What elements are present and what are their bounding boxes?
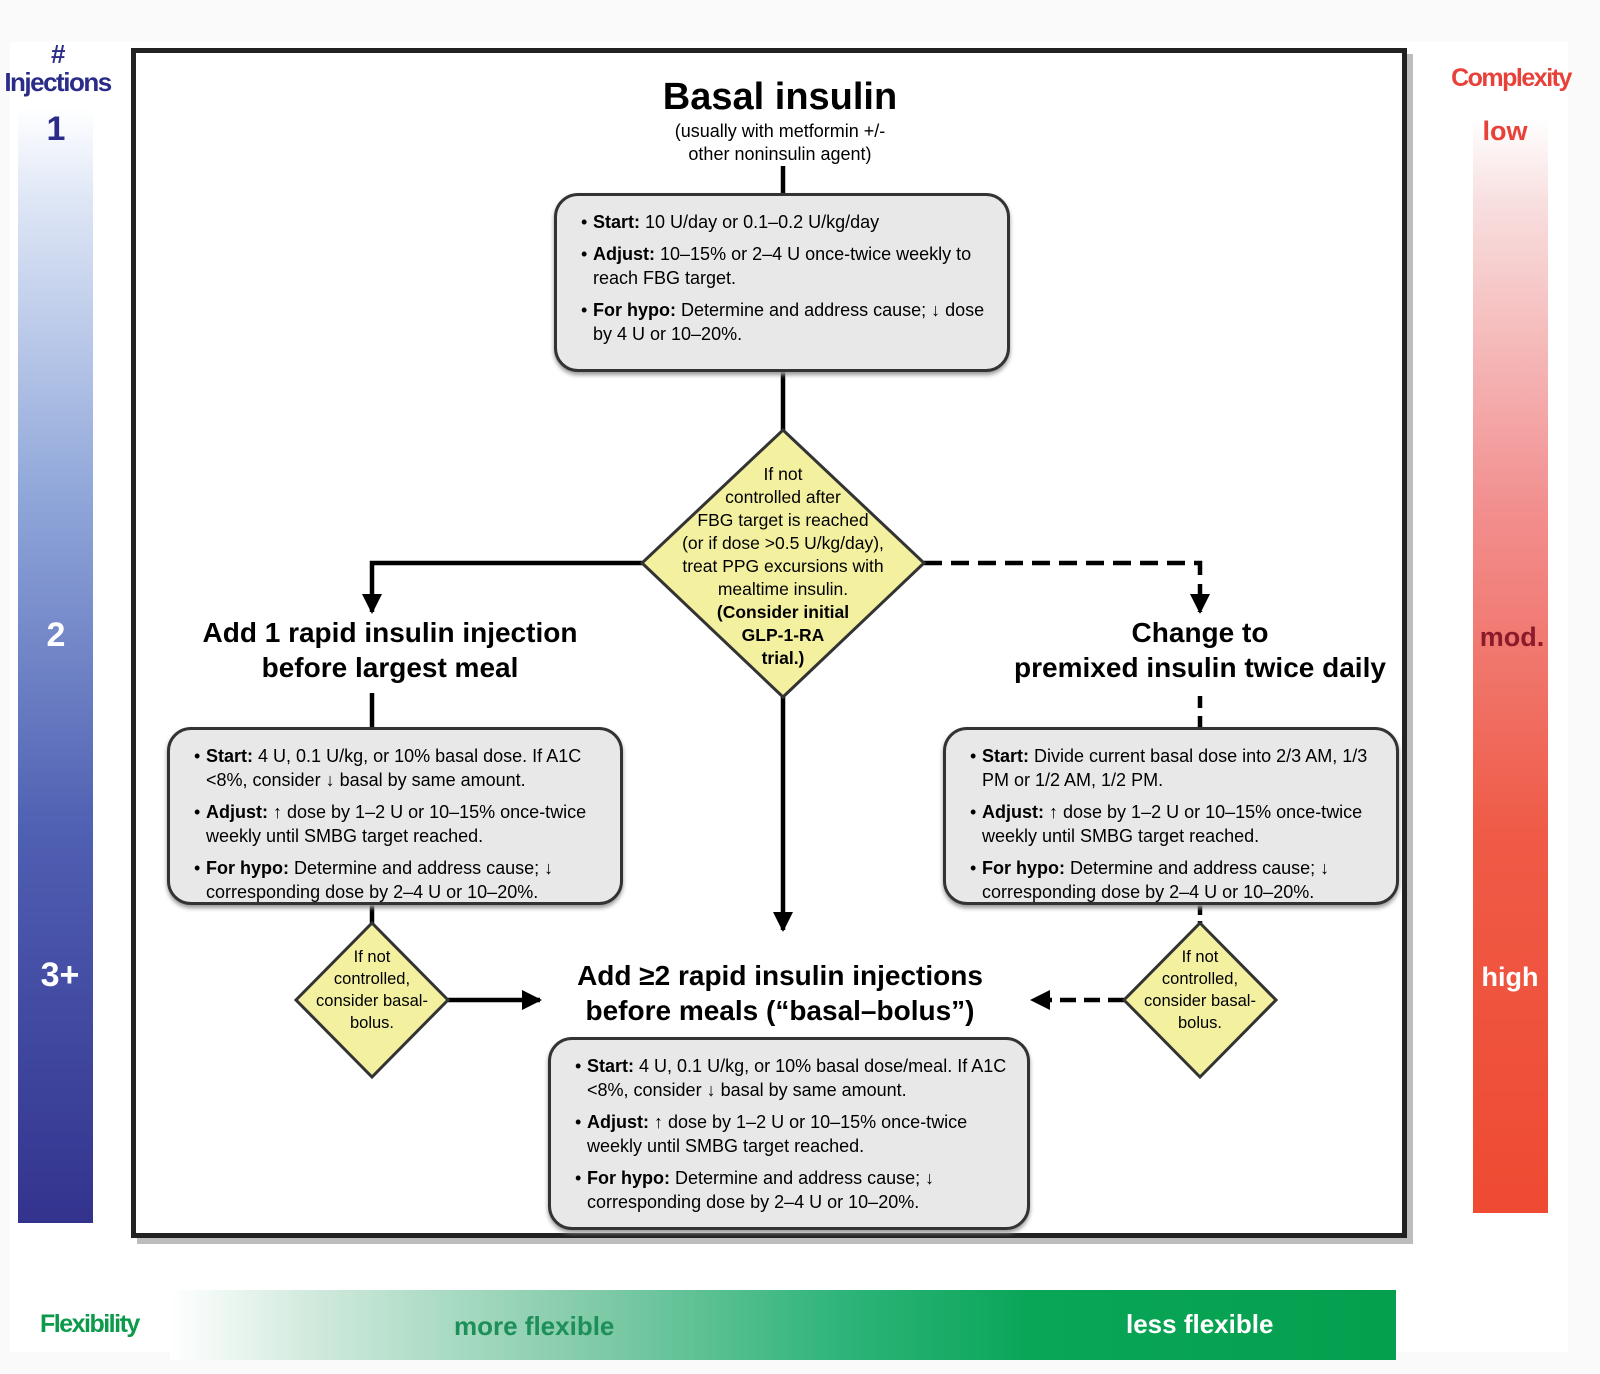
injections-title: # Injections — [4, 39, 112, 97]
rapid-injection-title: Add 1 rapid insulin injection before lar… — [202, 617, 578, 683]
center-decision-diamond — [639, 427, 927, 700]
complexity-title: Complexity — [1451, 64, 1572, 92]
injections-level-3plus: 3+ — [40, 956, 80, 994]
basal-insulin-subtitle: (usually with metformin +/- other nonins… — [674, 121, 886, 164]
rapid-injection-box: Start: 4 U, 0.1 U/kg, or 10% basal dose.… — [167, 727, 623, 905]
flexibility-scale-bar — [170, 1290, 1396, 1360]
basal-bolus-title: Add ≥2 rapid insulin injections before m… — [577, 960, 983, 1026]
flexibility-level-less: less flexible — [1126, 1309, 1274, 1339]
complexity-scale-bar — [1473, 118, 1548, 1213]
right-decision-text: If not controlled, consider basal- bolus… — [1144, 948, 1256, 1032]
injections-level-1: 1 — [46, 110, 66, 148]
left-decision-diamond — [293, 920, 451, 1080]
premixed-title: Change to premixed insulin twice daily — [1014, 617, 1386, 683]
complexity-level-high: high — [1481, 962, 1539, 992]
basal-instructions-box: Start: 10 U/day or 0.1–0.2 U/kg/day Adju… — [554, 193, 1010, 372]
flexibility-level-more: more flexible — [454, 1311, 615, 1341]
right-decision-diamond — [1121, 920, 1279, 1080]
complexity-level-mod: mod. — [1479, 622, 1545, 652]
basal-bolus-box: Start: 4 U, 0.1 U/kg, or 10% basal dose/… — [548, 1037, 1030, 1230]
arrow-to-premixed — [924, 560, 1211, 615]
basal-insulin-title: Basal insulin — [662, 76, 898, 118]
arrow-to-rapid-injection — [361, 560, 642, 615]
left-decision-text: If not controlled, consider basal- bolus… — [316, 948, 428, 1032]
premixed-box: Start: Divide current basal dose into 2/… — [943, 727, 1399, 905]
injections-level-2: 2 — [46, 616, 66, 654]
complexity-level-low: low — [1482, 116, 1528, 146]
center-decision-text: If not controlled after FBG target is re… — [682, 464, 884, 668]
injections-scale-bar — [18, 108, 93, 1223]
flexibility-title: Flexibility — [40, 1310, 140, 1338]
